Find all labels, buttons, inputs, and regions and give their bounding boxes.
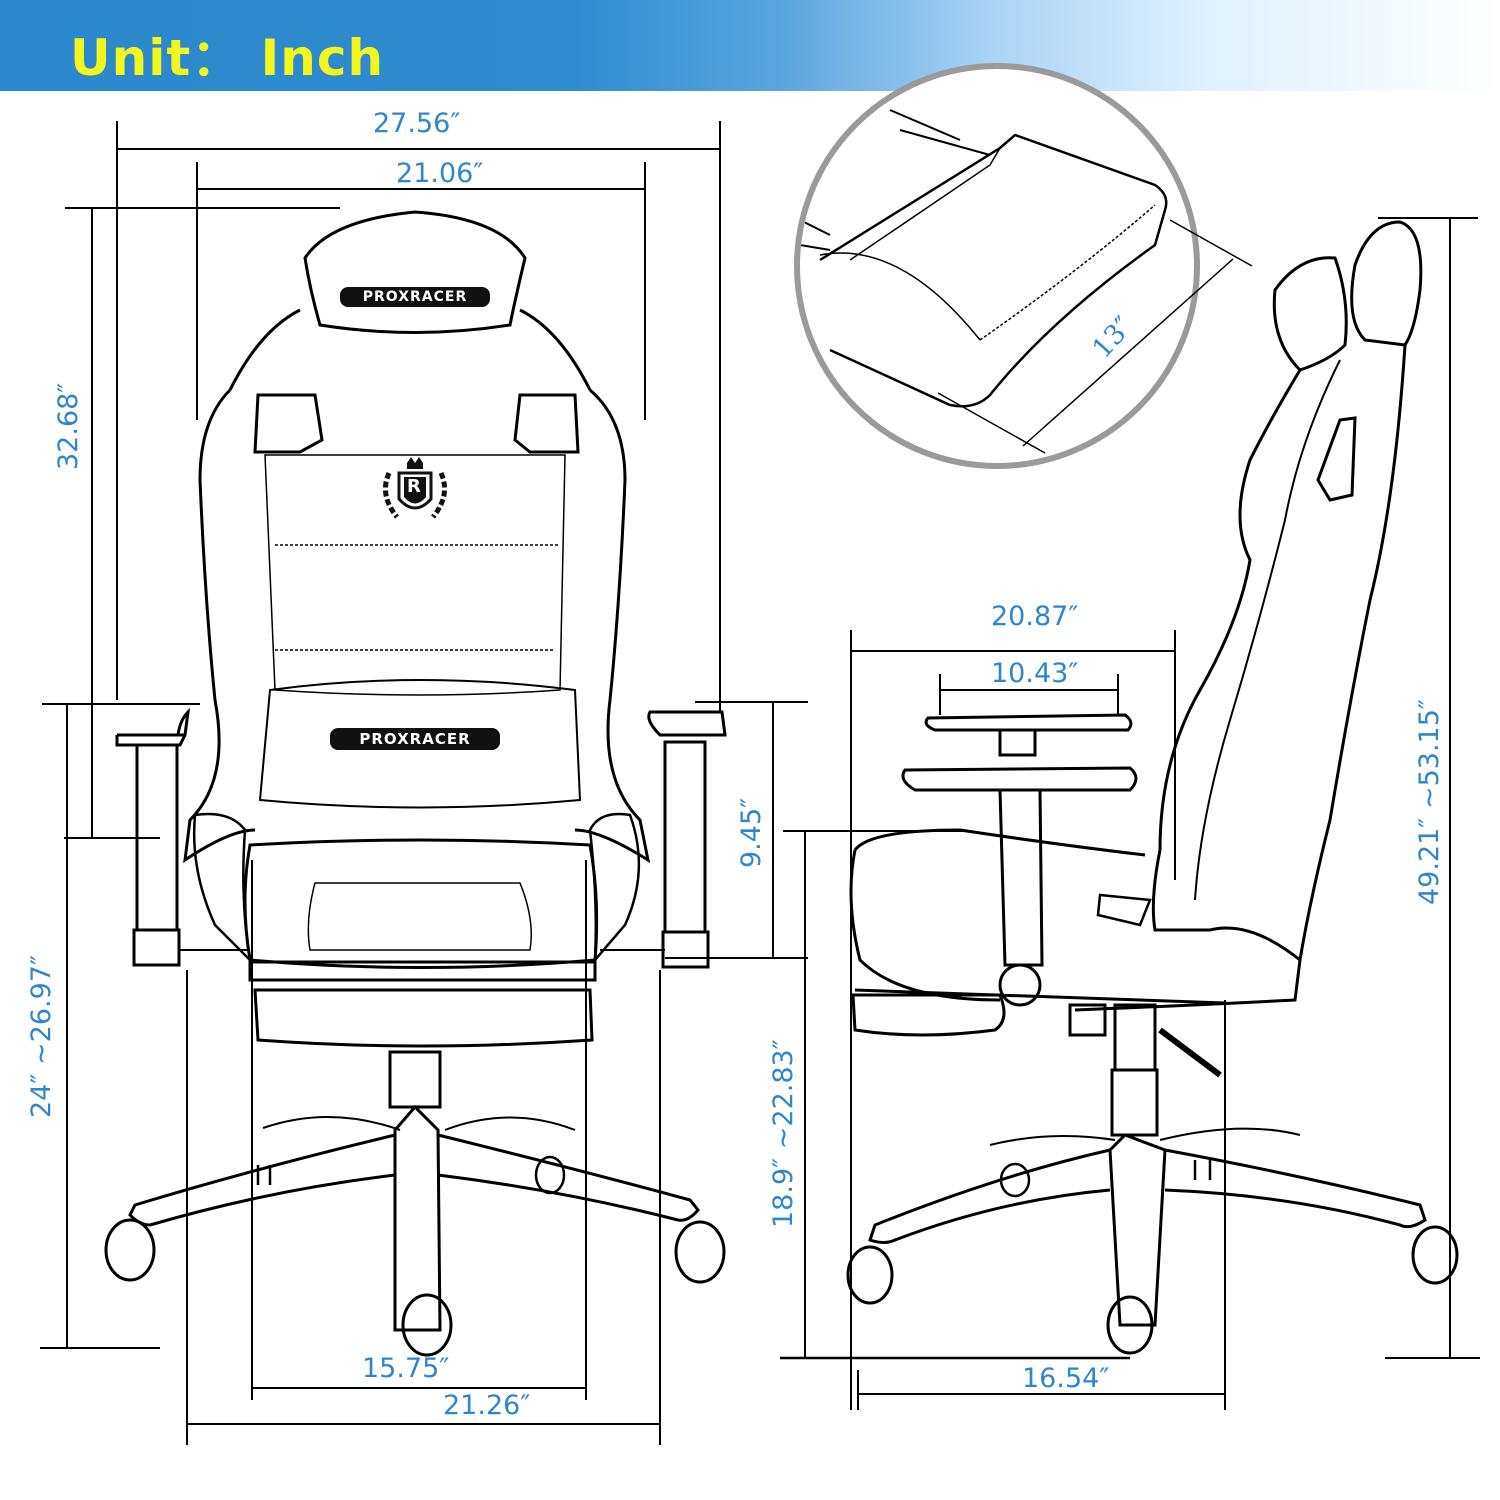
brand-logo-headrest: PROXRACER	[340, 287, 490, 307]
dim-overall-width: 27.56″	[373, 108, 461, 139]
dim-seat-height-range: 18.9″ ~22.83″	[768, 1039, 799, 1228]
emblem-letter: R	[407, 476, 421, 497]
dim-seat-depth: 20.87″	[991, 601, 1079, 632]
brand-emblem-icon: R	[375, 455, 455, 527]
brand-logo-lumbar: PROXRACER	[330, 728, 500, 750]
dim-overall-height-range: 49.21″ ~53.15″	[1414, 699, 1445, 905]
dim-base-width: 21.26″	[443, 1390, 531, 1421]
dim-backrest-width: 21.06″	[396, 158, 484, 189]
dim-armrest-length: 10.43″	[991, 658, 1079, 689]
dim-backrest-height: 32.68″	[53, 382, 84, 470]
dim-seat-width: 15.75″	[362, 1353, 450, 1384]
unit-title: Unit： Inch	[70, 29, 385, 87]
header-banner: Unit： Inch	[0, 0, 1500, 91]
dim-base-depth: 16.54″	[1022, 1363, 1110, 1394]
dim-armrest-height-range: 24″ ~26.97″	[26, 954, 57, 1118]
dim-armrest-adjust: 9.45″	[736, 797, 767, 868]
